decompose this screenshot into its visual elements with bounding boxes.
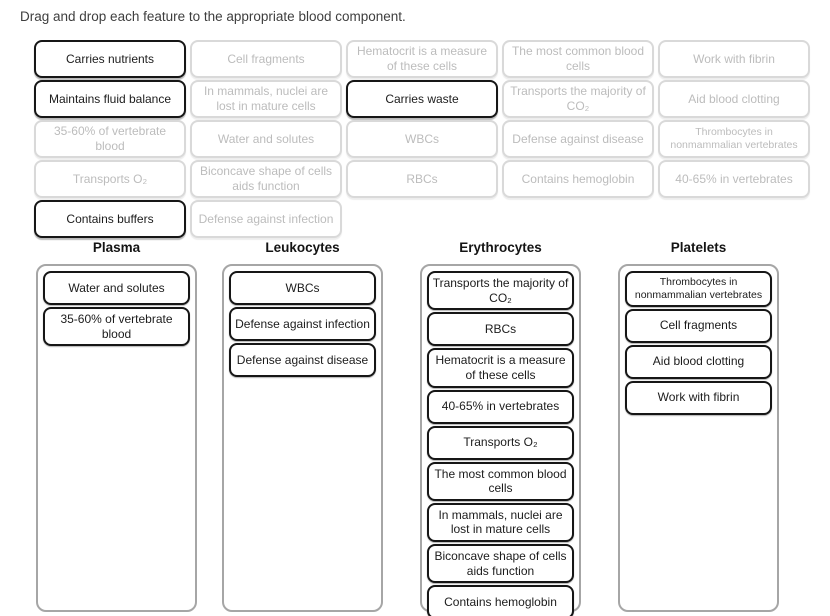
instruction-text: Drag and drop each feature to the approp… <box>20 9 406 24</box>
placed-card-work-with-fibrin[interactable]: Work with fibrin <box>625 380 772 415</box>
feature-card-maintains-fluid-balance[interactable]: Maintains fluid balance <box>34 80 186 118</box>
bin-title-leukocytes: Leukocytes <box>265 240 340 255</box>
feature-card-contains-hemoglobin: Contains hemoglobin <box>502 160 654 198</box>
feature-card-transports-o: Transports O₂ <box>34 160 186 198</box>
placed-card-transports-o[interactable]: Transports O₂ <box>427 425 574 460</box>
drop-zone-platelets[interactable]: Thrombocytes in nonmammalian vertebrates… <box>618 264 779 612</box>
feature-card-35-60-of-vertebrate-blood: 35-60% of vertebrate blood <box>34 120 186 158</box>
feature-card-contains-buffers[interactable]: Contains buffers <box>34 200 186 238</box>
feature-card-work-with-fibrin: Work with fibrin <box>658 40 810 78</box>
feature-card-carries-waste[interactable]: Carries waste <box>346 80 498 118</box>
feature-card-40-65-in-vertebrates: 40-65% in vertebrates <box>658 160 810 198</box>
feature-card-hematocrit-is-a-measure-of-these-cells: Hematocrit is a measure of these cells <box>346 40 498 78</box>
feature-card-defense-against-infection: Defense against infection <box>190 200 342 238</box>
placed-card-thrombocytes-in-nonmammalian-vertebrates[interactable]: Thrombocytes in nonmammalian vertebrates <box>625 271 772 307</box>
placed-card-rbcs[interactable]: RBCs <box>427 312 574 347</box>
feature-card-cell-fragments: Cell fragments <box>190 40 342 78</box>
bin-title-plasma: Plasma <box>92 240 141 255</box>
placed-card-in-mammals-nuclei-are-lost-in-mature-cel[interactable]: In mammals, nuclei are lost in mature ce… <box>427 502 574 542</box>
feature-card-transports-the-majority-of-co: Transports the majority of CO₂ <box>502 80 654 118</box>
feature-card-carries-nutrients[interactable]: Carries nutrients <box>34 40 186 78</box>
feature-card-water-and-solutes: Water and solutes <box>190 120 342 158</box>
placed-card-wbcs[interactable]: WBCs <box>229 271 376 305</box>
feature-card-biconcave-shape-of-cells-aids-function: Biconcave shape of cells aids function <box>190 160 342 198</box>
placed-card-the-most-common-blood-cells[interactable]: The most common blood cells <box>427 461 574 501</box>
placed-card-defense-against-disease[interactable]: Defense against disease <box>229 343 376 377</box>
feature-card-aid-blood-clotting: Aid blood clotting <box>658 80 810 118</box>
placed-card-water-and-solutes[interactable]: Water and solutes <box>43 271 190 305</box>
bin-title-platelets: Platelets <box>670 240 727 255</box>
placed-card-hematocrit-is-a-measure-of-these-cells[interactable]: Hematocrit is a measure of these cells <box>427 348 574 388</box>
placed-card-cell-fragments[interactable]: Cell fragments <box>625 308 772 343</box>
feature-card-in-mammals-nuclei-are-lost-in-mature-cel: In mammals, nuclei are lost in mature ce… <box>190 80 342 118</box>
placed-card-contains-hemoglobin[interactable]: Contains hemoglobin <box>427 585 574 616</box>
feature-card-the-most-common-blood-cells: The most common blood cells <box>502 40 654 78</box>
bin-platelets: Platelets Thrombocytes in nonmammalian v… <box>618 240 779 612</box>
bin-title-erythrocytes: Erythrocytes <box>459 240 542 255</box>
feature-card-thrombocytes-in-nonmammalian-vertebrates: Thrombocytes in nonmammalian vertebrates <box>658 120 810 158</box>
feature-card-wbcs: WBCs <box>346 120 498 158</box>
placed-card-defense-against-infection[interactable]: Defense against infection <box>229 307 376 341</box>
feature-card-rbcs: RBCs <box>346 160 498 198</box>
placed-card-transports-the-majority-of-co[interactable]: Transports the majority of CO₂ <box>427 271 574 311</box>
placed-card-biconcave-shape-of-cells-aids-function[interactable]: Biconcave shape of cells aids function <box>427 544 574 584</box>
bin-erythrocytes: Erythrocytes Transports the majority of … <box>420 240 581 616</box>
placed-card-35-60-of-vertebrate-blood[interactable]: 35-60% of vertebrate blood <box>43 307 190 347</box>
feature-card-defense-against-disease: Defense against disease <box>502 120 654 158</box>
placed-card-aid-blood-clotting[interactable]: Aid blood clotting <box>625 344 772 379</box>
placed-card-40-65-in-vertebrates[interactable]: 40-65% in vertebrates <box>427 389 574 424</box>
